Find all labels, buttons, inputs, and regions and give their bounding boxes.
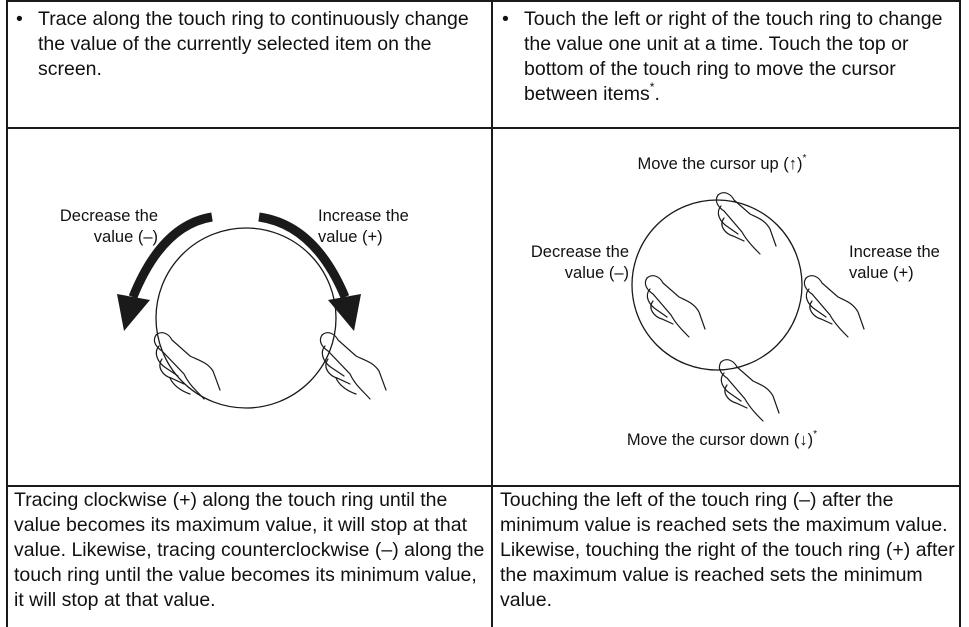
footnote-mark: * <box>803 153 807 164</box>
label-line: Decrease the <box>512 242 629 263</box>
label-line: Increase the <box>318 206 409 227</box>
bullet: • <box>14 7 38 82</box>
label-text: Move the cursor up (↑) <box>637 155 802 173</box>
bottom-right-cell: Touching the left of the touch ring (–) … <box>500 488 955 613</box>
hand-left-icon <box>154 333 220 399</box>
comparison-table: • Trace along the touch ring to continuo… <box>6 0 961 627</box>
bottom-left-cell: Tracing clockwise (+) along the touch ri… <box>14 488 486 613</box>
hand-right-icon <box>320 333 386 399</box>
counterclockwise-arrowhead <box>117 294 150 331</box>
bullet-item: • Touch the left or right of the touch r… <box>500 7 955 107</box>
top-right-cell: • Touch the left or right of the touch r… <box>500 7 955 107</box>
label-line: value (–) <box>512 263 629 284</box>
footnote-mark: * <box>650 80 655 94</box>
move-down-label: Move the cursor down (↓)* <box>592 430 852 451</box>
move-up-label: Move the cursor up (↑)* <box>602 154 842 175</box>
increase-label: Increase the value (+) <box>318 206 409 248</box>
touch-description: Touch the left or right of the touch rin… <box>524 7 955 107</box>
table-border-right <box>959 0 961 627</box>
hand-top-icon <box>716 193 776 254</box>
touch-ring <box>632 200 802 370</box>
label-line: value (+) <box>318 227 409 248</box>
hand-left-icon <box>645 276 705 337</box>
decrease-label: Decrease the value (–) <box>512 242 629 284</box>
label-text: Move the cursor down (↓) <box>627 431 813 449</box>
label-line: Increase the <box>849 242 940 263</box>
clockwise-arrowhead <box>328 294 361 331</box>
touch-ring-trace-illustration <box>6 128 491 485</box>
touch-ring <box>156 228 336 408</box>
touch-points-figure: Move the cursor up (↑)* Decrease the val… <box>492 128 959 485</box>
table-border-top <box>6 0 961 2</box>
trace-description: Trace along the touch ring to continuous… <box>38 7 484 82</box>
label-line: value (–) <box>46 227 158 248</box>
period: . <box>654 83 659 105</box>
label-line: Decrease the <box>46 206 158 227</box>
trace-figure: Decrease the value (–) Increase the valu… <box>6 128 491 485</box>
decrease-label: Decrease the value (–) <box>46 206 158 248</box>
touch-description-text: Touch the left or right of the touch rin… <box>524 8 942 105</box>
top-left-cell: • Trace along the touch ring to continuo… <box>14 7 484 82</box>
footnote-mark: * <box>813 429 817 440</box>
hand-right-icon <box>804 276 864 337</box>
table-row-divider-2 <box>6 485 961 487</box>
bullet-item: • Trace along the touch ring to continuo… <box>14 7 484 82</box>
bullet: • <box>500 7 524 107</box>
label-line: value (+) <box>849 263 940 284</box>
increase-label: Increase the value (+) <box>849 242 940 284</box>
